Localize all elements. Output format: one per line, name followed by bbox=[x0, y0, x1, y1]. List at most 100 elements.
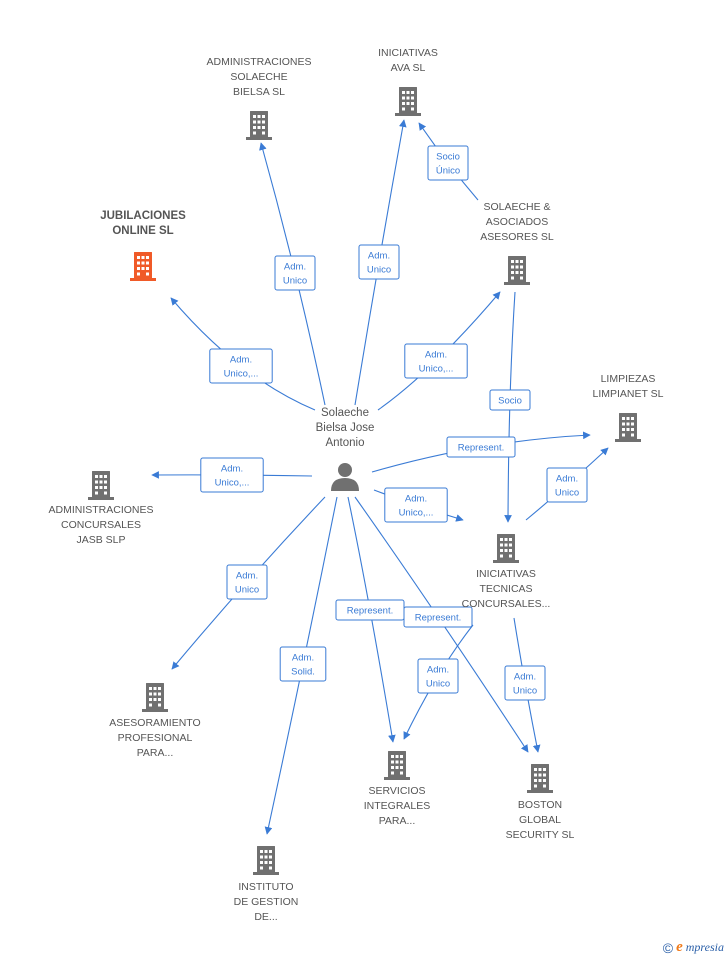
edge-label-e14[interactable]: Represent. bbox=[403, 606, 473, 628]
company-name-line: JUBILACIONES bbox=[100, 210, 186, 222]
edge-label-text: Unico bbox=[235, 585, 259, 596]
edge-label-text: Unico,... bbox=[399, 508, 434, 519]
edge-label-text: Unico bbox=[555, 488, 579, 499]
edge-label-e3[interactable]: Adm. Unico,... bbox=[209, 348, 273, 384]
edge-label-text: Unico,... bbox=[215, 478, 250, 489]
person-icon bbox=[331, 463, 359, 491]
building-icon bbox=[142, 683, 168, 712]
building-icon bbox=[88, 471, 114, 500]
edge-label-box bbox=[404, 343, 468, 379]
edge-label-e16[interactable]: Adm.Unico bbox=[504, 665, 546, 701]
company-node-limpiezas-limpianet[interactable]: LIMPIEZAS LIMPIANET SL bbox=[593, 373, 664, 442]
building-icon bbox=[527, 764, 553, 793]
company-name-line: LIMPIANET SL bbox=[593, 388, 664, 400]
company-node-asesoramiento-profesional[interactable]: ASESORAMIENTOPROFESIONALPARA... bbox=[109, 683, 201, 759]
company-name-line: INICIATIVAS bbox=[476, 568, 536, 580]
company-name-line: INTEGRALES bbox=[364, 800, 431, 812]
company-name-line: CONCURSALES bbox=[61, 519, 141, 531]
edge-label-e2[interactable]: Adm. Unico bbox=[358, 244, 400, 280]
edge-label-text: Unico bbox=[367, 265, 391, 276]
company-name-line: GLOBAL bbox=[519, 814, 561, 826]
company-name-line: ASESORAMIENTO bbox=[109, 717, 200, 729]
company-name-line: BOSTON bbox=[518, 799, 562, 811]
edge-label-e13[interactable]: Represent. bbox=[335, 599, 405, 621]
edge-label-text: Represent. bbox=[415, 613, 461, 624]
edge-label-e9[interactable]: Adm. Unico,... bbox=[384, 487, 448, 523]
edge-label-e12[interactable]: Adm.Solid. bbox=[279, 646, 327, 682]
building-icon bbox=[253, 846, 279, 875]
edge-label-text: Unico bbox=[283, 276, 307, 287]
company-name-line: DE... bbox=[254, 911, 277, 923]
building-icon bbox=[395, 87, 421, 116]
company-name-line: ADMINISTRACIONES bbox=[48, 504, 153, 516]
company-node-jubilaciones-online[interactable]: JUBILACIONES ONLINE SL bbox=[100, 210, 186, 281]
company-name-line: SERVICIOS bbox=[369, 785, 426, 797]
edge-label-text: Adm. bbox=[556, 474, 578, 485]
edge-label-text: Unico,... bbox=[224, 369, 259, 380]
brand-initial: e bbox=[676, 939, 683, 955]
company-node-boston-global[interactable]: BOSTON GLOBAL SECURITY SL bbox=[506, 764, 575, 841]
edge-label-text: Adm. bbox=[514, 672, 536, 683]
edge-label-box bbox=[209, 348, 273, 384]
edge-label-text: Adm. bbox=[405, 494, 427, 505]
edge-label-e5[interactable]: Adm. Unico,... bbox=[404, 343, 468, 379]
person-name-line: Bielsa Jose bbox=[316, 422, 375, 434]
company-name-line: INSTITUTO bbox=[238, 881, 293, 893]
company-name-line: LIMPIEZAS bbox=[601, 373, 656, 385]
edge-label-text: Adm. bbox=[425, 350, 447, 361]
company-name-line: DE GESTION bbox=[234, 896, 299, 908]
edge-label-e10[interactable]: Adm. Unico bbox=[546, 467, 588, 503]
edge-label-e7[interactable]: Represent. bbox=[446, 436, 516, 458]
company-name-line: ONLINE SL bbox=[112, 225, 173, 237]
building-icon bbox=[493, 534, 519, 563]
company-name-line: ADMINISTRACIONES bbox=[206, 56, 311, 68]
building-icon bbox=[615, 413, 641, 442]
company-node-servicios-integrales[interactable]: SERVICIOS INTEGRALES PARA... bbox=[364, 751, 431, 827]
edge-label-e15[interactable]: Adm. Unico bbox=[417, 658, 459, 694]
company-name-line: SECURITY SL bbox=[506, 829, 575, 841]
building-icon bbox=[246, 111, 272, 140]
edge-label-box bbox=[274, 255, 316, 291]
edge-label-box bbox=[546, 467, 588, 503]
building-icon bbox=[130, 252, 156, 281]
edge-label-e8[interactable]: Adm.Unico,... bbox=[200, 457, 264, 493]
copyright-icon: © bbox=[662, 939, 674, 956]
edge-label-e11[interactable]: Adm.Unico bbox=[226, 564, 268, 600]
company-node-iniciativas-tecnicas[interactable]: INICIATIVASTECNICASCONCURSALES... bbox=[462, 534, 551, 610]
company-name-line: INICIATIVAS bbox=[378, 47, 438, 59]
edge-label-box bbox=[403, 606, 473, 628]
company-name-line: PROFESIONAL bbox=[118, 732, 193, 744]
edge-label-text: Adm. bbox=[284, 262, 306, 273]
edge-label-e1[interactable]: Adm. Unico bbox=[274, 255, 316, 291]
company-name-line: SOLAECHE & bbox=[483, 201, 550, 213]
company-node-instituto-gestion[interactable]: INSTITUTO DE GESTION DE... bbox=[234, 846, 299, 923]
edge-label-text: Represent. bbox=[347, 606, 393, 617]
edge-label-text: Adm. bbox=[368, 251, 390, 262]
edge-label-box bbox=[358, 244, 400, 280]
company-name-line: ASESORES SL bbox=[480, 231, 554, 243]
edge-label-box bbox=[427, 145, 469, 181]
edge-label-box bbox=[384, 487, 448, 523]
edge-label-box bbox=[226, 564, 268, 600]
edge-label-text: Unico bbox=[426, 679, 450, 690]
edge-label-text: Unico,... bbox=[419, 364, 454, 375]
edge-label-text: Adm. bbox=[427, 665, 449, 676]
company-name-line: SOLAECHE bbox=[230, 71, 287, 83]
edge-label-e6[interactable]: Socio bbox=[489, 389, 531, 411]
company-name-line: PARA... bbox=[379, 815, 416, 827]
edge-label-box bbox=[417, 658, 459, 694]
edge-label-text: Socio bbox=[498, 396, 522, 407]
building-icon bbox=[504, 256, 530, 285]
brand-name: mpresia bbox=[685, 940, 724, 954]
edge-labels-layer: Adm.UnicoAdm.UnicoAdm.Unico,...SocioÚnic… bbox=[200, 145, 588, 701]
edge-label-text: Adm. bbox=[230, 355, 252, 366]
